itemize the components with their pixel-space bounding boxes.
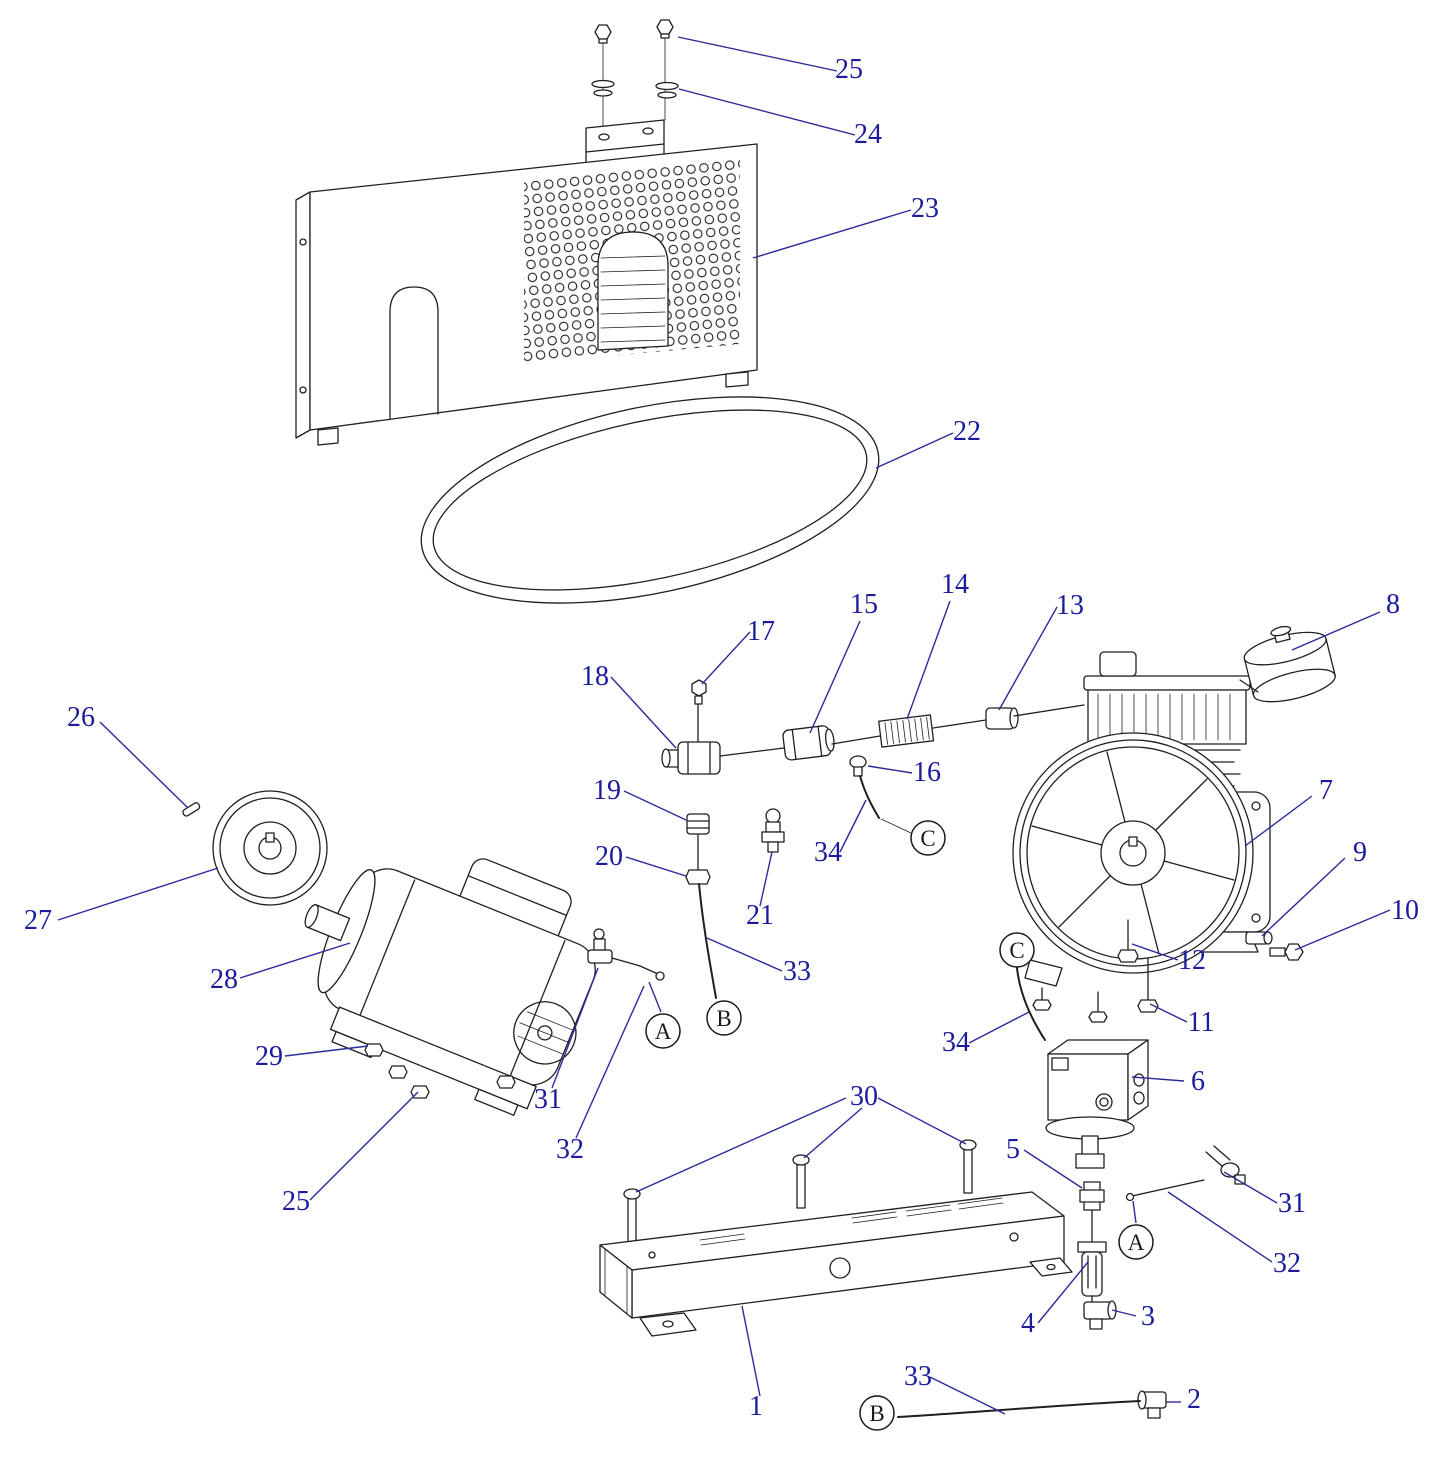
- part-label-33: 33: [783, 956, 811, 987]
- part-label-33: 33: [904, 1361, 932, 1392]
- part-label-7: 7: [1319, 775, 1333, 806]
- part-label-15: 15: [850, 589, 878, 620]
- part-label-20: 20: [595, 841, 623, 872]
- leader-lines: [57, 36, 1391, 1415]
- svg-text:A: A: [655, 1019, 672, 1044]
- view-callout-B: B: [706, 1000, 742, 1036]
- part-label-21: 21: [746, 900, 774, 931]
- part-label-12: 12: [1178, 945, 1206, 976]
- part-label-26: 26: [67, 702, 95, 733]
- pump-mount-bolts: [1024, 919, 1159, 1023]
- svg-text:C: C: [1009, 938, 1024, 963]
- part-label-3: 3: [1141, 1301, 1155, 1332]
- view-callout-C: C: [910, 820, 946, 856]
- belt-guard-assembly: [295, 19, 758, 446]
- part-label-5: 5: [1006, 1134, 1020, 1165]
- part-label-28: 28: [210, 964, 238, 995]
- part-label-10: 10: [1391, 895, 1419, 926]
- elbow-2: [1137, 1390, 1167, 1419]
- motor-base-bolts: [364, 1043, 516, 1099]
- discharge-pipe-assembly: [661, 679, 1085, 999]
- part-label-2: 2: [1187, 1384, 1201, 1415]
- base-channel-assembly: [599, 1139, 1073, 1337]
- air-filter: [1243, 625, 1336, 703]
- part-label-17: 17: [747, 616, 775, 647]
- part-label-22: 22: [953, 416, 981, 447]
- motor-pulley: [212, 790, 328, 906]
- compression-fitting: [849, 755, 867, 777]
- tube-33-lower: [897, 1400, 1141, 1418]
- pipe-coupler: [985, 707, 1019, 730]
- elbow-3: [1083, 1300, 1117, 1330]
- part-label-31: 31: [1278, 1188, 1306, 1219]
- motor-assembly: [182, 790, 665, 1116]
- view-callout-C: C: [999, 932, 1035, 968]
- svg-text:B: B: [869, 1401, 884, 1426]
- part-label-32: 32: [1273, 1248, 1301, 1279]
- svg-text:A: A: [1128, 1230, 1145, 1255]
- fitting-5: [1079, 1181, 1105, 1211]
- part-label-24: 24: [854, 119, 882, 150]
- part-label-14: 14: [941, 569, 969, 600]
- part-label-9: 9: [1353, 837, 1367, 868]
- tee-fitting: [661, 741, 721, 775]
- part-label-19: 19: [593, 775, 621, 806]
- view-callout-A: A: [1118, 1224, 1154, 1260]
- check-valve: [782, 725, 835, 761]
- view-callout-B: B: [859, 1395, 895, 1431]
- reducer-fitting: [686, 813, 710, 835]
- part-label-34: 34: [942, 1027, 970, 1058]
- guard-bolt-icon: [594, 19, 674, 127]
- pipe-nipple: [878, 714, 935, 748]
- part-label-1: 1: [749, 1391, 763, 1422]
- belt-guard-panel: [295, 143, 758, 446]
- part-label-8: 8: [1386, 589, 1400, 620]
- unloader-valve-left: [587, 928, 665, 981]
- part-label-32: 32: [556, 1134, 584, 1165]
- part-label-31: 31: [534, 1084, 562, 1115]
- part-label-13: 13: [1056, 590, 1084, 621]
- pressure-switch-assembly: [897, 967, 1246, 1419]
- shaft-key: [182, 802, 201, 817]
- unloader-tube-lower: [1016, 967, 1046, 1041]
- part-label-6: 6: [1191, 1066, 1205, 1097]
- base-channel: [599, 1191, 1073, 1337]
- view-callouts: C B A C A B: [645, 820, 1154, 1431]
- svg-text:C: C: [920, 826, 935, 851]
- electric-motor: [304, 858, 596, 1116]
- part-label-27: 27: [24, 905, 52, 936]
- part-label-25: 25: [835, 54, 863, 85]
- part-label-29: 29: [255, 1041, 283, 1072]
- tube-33-upper: [698, 883, 717, 999]
- part-label-25: 25: [282, 1186, 310, 1217]
- pressure-switch: [1045, 1039, 1149, 1169]
- guard-washer-icon: [591, 79, 679, 99]
- tube-nut: [685, 869, 711, 885]
- svg-text:B: B: [716, 1006, 731, 1031]
- part-label-34: 34: [814, 837, 842, 868]
- part-label-23: 23: [911, 193, 939, 224]
- compressor-pump-assembly: [1012, 625, 1336, 1023]
- part-label-11: 11: [1188, 1007, 1215, 1038]
- part-label-30: 30: [850, 1081, 878, 1112]
- part-label-18: 18: [581, 661, 609, 692]
- guard-bracket: [585, 119, 665, 164]
- part-label-16: 16: [913, 757, 941, 788]
- part-label-4: 4: [1021, 1308, 1035, 1339]
- view-callout-A: A: [645, 1013, 681, 1049]
- v-belt: [420, 396, 880, 604]
- flywheel: [1012, 732, 1254, 974]
- unloader-tube-upper: [859, 775, 880, 819]
- safety-valve: [761, 808, 785, 853]
